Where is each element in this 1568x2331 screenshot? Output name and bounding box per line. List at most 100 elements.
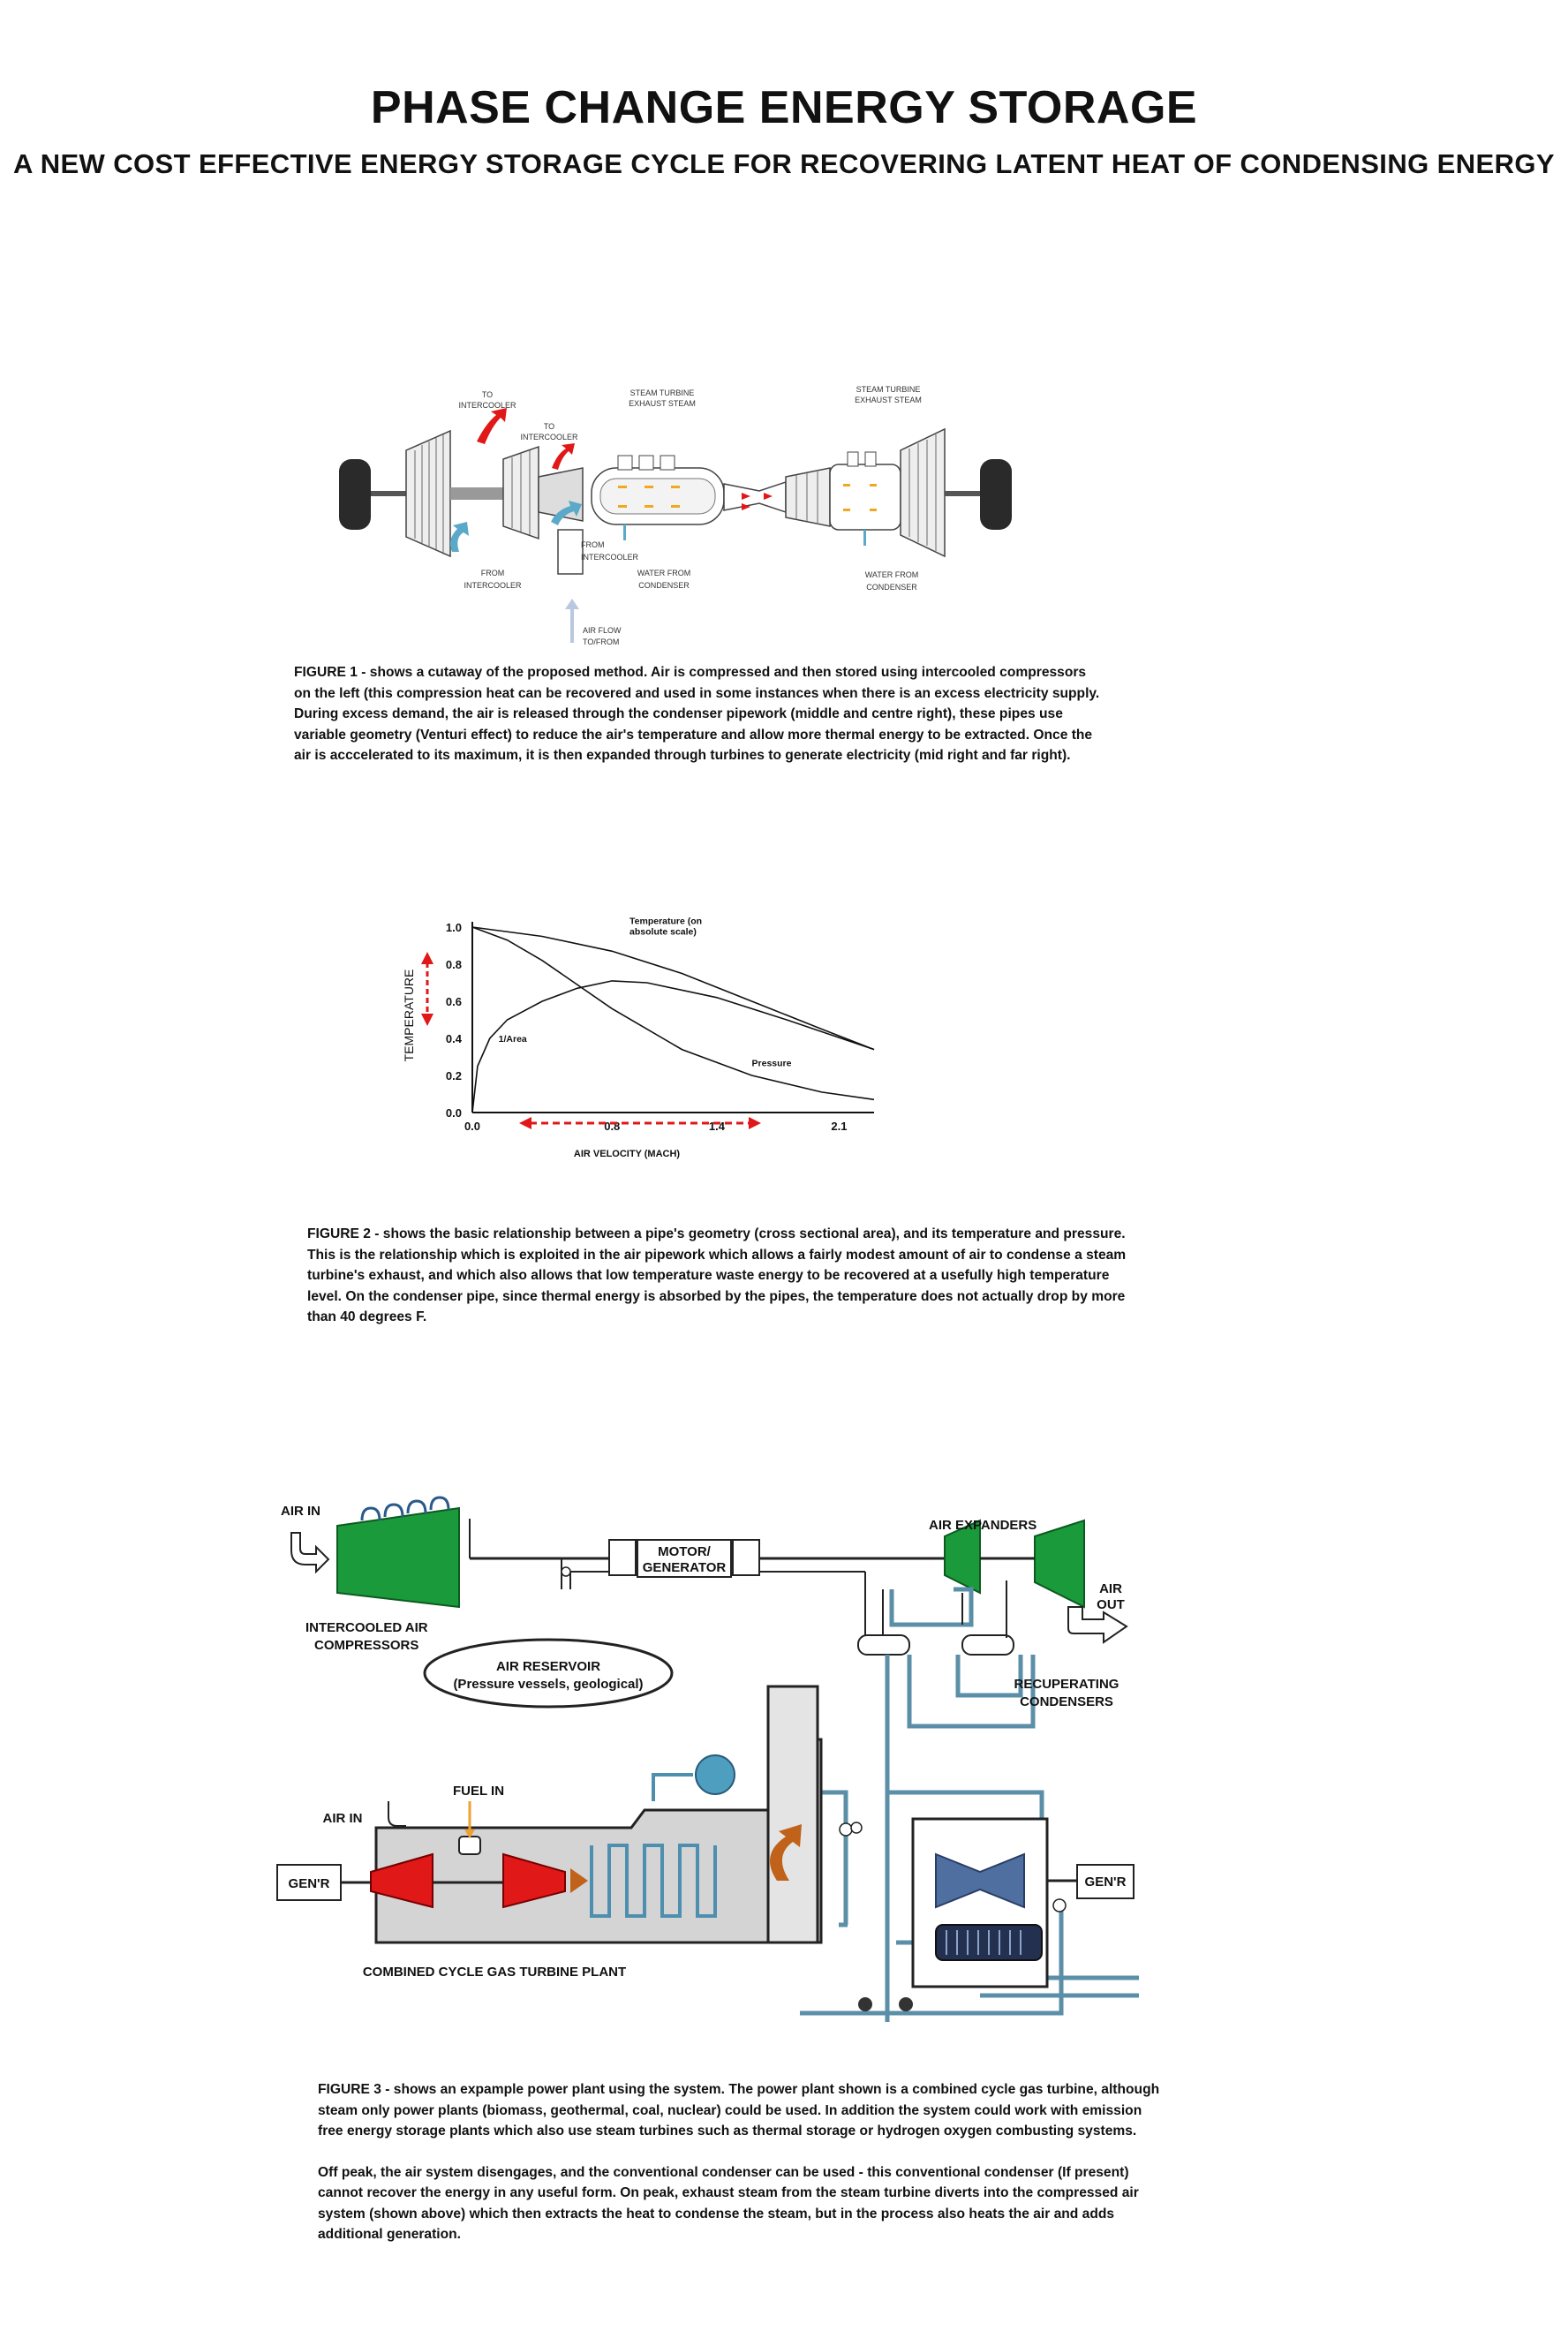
red-arrow-icon [552, 443, 575, 470]
motor-generator [637, 1539, 732, 1578]
pump-icon [899, 1997, 913, 2011]
figure-3-diagram: AIR IN INTERCOOLED AIR COMPRESSORS MOTOR… [276, 1496, 1139, 2022]
blue-arrow-icon [450, 522, 469, 552]
chart-axes [471, 922, 874, 1113]
label-recup-b: CONDENSERS [1020, 1694, 1113, 1709]
figure-3-caption-p2: Off peak, the air system disengages, and… [318, 2164, 1139, 2243]
label-genr-right: GEN'R [1085, 1875, 1127, 1890]
exhaust-stack [766, 1685, 819, 1944]
label-air-in-bottom: AIR IN [323, 1811, 363, 1826]
expander-1 [785, 467, 831, 527]
y-tick-label: 0.6 [446, 995, 462, 1008]
left-flywheel [339, 459, 371, 530]
intercooled-compressors [336, 1506, 460, 1609]
label-from-intercooler-2: FROM [581, 540, 605, 549]
label-airflow-b: TO/FROM [583, 637, 619, 646]
label-water-1a: WATER FROM [637, 569, 691, 577]
chart-y-label: TEMPERATURE [402, 969, 416, 1062]
recuperating-condensers [857, 1572, 1014, 1656]
red-dashed-arrow-horizontal [519, 1117, 761, 1129]
valve-icon [561, 1566, 571, 1577]
air-reservoir [423, 1638, 674, 1709]
air-expander-2 [1034, 1519, 1085, 1609]
page-title: PHASE CHANGE ENERGY STORAGE [370, 82, 1198, 133]
air-expander-1 [944, 1519, 981, 1595]
y-tick-label: 0.0 [446, 1106, 462, 1120]
y-tick-label: 0.2 [446, 1069, 462, 1083]
x-tick-label: 0.8 [604, 1120, 620, 1133]
blue-arrow-icon [551, 501, 582, 525]
valve-icon [1052, 1898, 1067, 1912]
label-ccgt: COMBINED CYCLE GAS TURBINE PLANT [363, 1965, 626, 1980]
label-to-intercooler-1b: INTERCOOLER [458, 401, 516, 410]
label-motor-a: MOTOR/ [658, 1544, 712, 1559]
x-tick-label: 2.1 [831, 1120, 847, 1133]
chart-x-label: AIR VELOCITY (MACH) [574, 1149, 681, 1159]
figure-3-caption: FIGURE 3 - shows an expample power plant… [318, 2079, 1165, 2245]
pump-icon [858, 1997, 872, 2011]
label-air-in-top: AIR IN [281, 1504, 320, 1519]
label-recup-a: RECUPERATING [1014, 1677, 1119, 1692]
label-genr-left: GEN'R [289, 1876, 330, 1891]
label-from-intercooler-2b: INTERCOOLER [581, 553, 639, 562]
label-expanders: AIR EXPANDERS [929, 1518, 1037, 1533]
expander-2 [900, 427, 946, 558]
series-line-1 [471, 926, 875, 1051]
condenser-2 [829, 451, 901, 546]
label-steam-2a: STEAM TURBINE [856, 385, 921, 394]
label-reservoir-b: (Pressure vessels, geological) [453, 1677, 643, 1692]
label-water-1b: CONDENSER [638, 581, 690, 590]
steam-pipe-network [790, 1655, 1139, 2022]
figure-1-caption: FIGURE 1 - shows a cutaway of the propos… [294, 665, 1100, 763]
gas-compressor [370, 1852, 433, 1909]
figure-1-cutaway: TO INTERCOOLER TO INTERCOOLER STEAM TURB… [339, 385, 1012, 646]
label-water-2a: WATER FROM [865, 570, 919, 579]
intercooler-coils [360, 1496, 450, 1521]
label-to-intercooler-2: TO [544, 422, 554, 431]
venturi-pipe [723, 480, 787, 514]
right-shaft [945, 491, 980, 496]
series-label-3: Pressure [752, 1059, 792, 1069]
generator-right [1076, 1864, 1135, 1899]
x-tick-label: 0.0 [464, 1120, 480, 1133]
label-fuel-in: FUEL IN [453, 1784, 504, 1799]
condenser-1 [591, 455, 725, 540]
label-air-out-a: AIR [1099, 1581, 1122, 1596]
label-steam-1a: STEAM TURBINE [630, 388, 695, 397]
steam-turbine-house [911, 1817, 1049, 1988]
left-shaft [371, 491, 406, 496]
air-out-arrow-icon [1067, 1606, 1128, 1644]
ccgt-plant [374, 1738, 823, 1944]
left-compressor [405, 429, 584, 558]
steam-drum [695, 1754, 735, 1795]
red-arrow-icon [477, 408, 507, 444]
label-air-out-b: OUT [1097, 1597, 1125, 1612]
valve-icon [839, 1822, 853, 1837]
combustor [458, 1836, 481, 1855]
air-in-arrow-icon [290, 1532, 330, 1574]
series-line-3 [471, 926, 875, 1101]
series-line-2 [471, 980, 875, 1113]
steam-turbine [935, 1852, 1025, 1909]
figure-2-caption: FIGURE 2 - shows the basic relationship … [307, 1226, 1127, 1324]
x-tick-label: 1.4 [709, 1120, 726, 1133]
air-in-arrow-icon [388, 1801, 406, 1827]
label-compressors-b: COMPRESSORS [314, 1638, 418, 1653]
figure-3-caption-p1: FIGURE 3 - shows an expample power plant… [318, 2082, 1160, 2139]
exhaust-arrow-icon [570, 1868, 588, 1893]
label-from-intercooler-1: FROM [481, 569, 505, 577]
right-flywheel [980, 459, 1012, 530]
y-tick-label: 0.4 [446, 1032, 463, 1045]
label-water-2b: CONDENSER [866, 583, 917, 592]
label-to-intercooler-2b: INTERCOOLER [520, 433, 578, 441]
label-airflow-a: AIR FLOW [583, 626, 622, 635]
y-tick-label: 0.8 [446, 958, 462, 971]
hrsg-tubes [590, 1773, 717, 1918]
label-steam-2b: EXHAUST STEAM [855, 396, 922, 404]
page-subtitle: A NEW COST EFFECTIVE ENERGY STORAGE CYCL… [13, 148, 1555, 179]
exhaust-arrow-icon [770, 1824, 802, 1881]
gas-turbine [502, 1852, 566, 1909]
